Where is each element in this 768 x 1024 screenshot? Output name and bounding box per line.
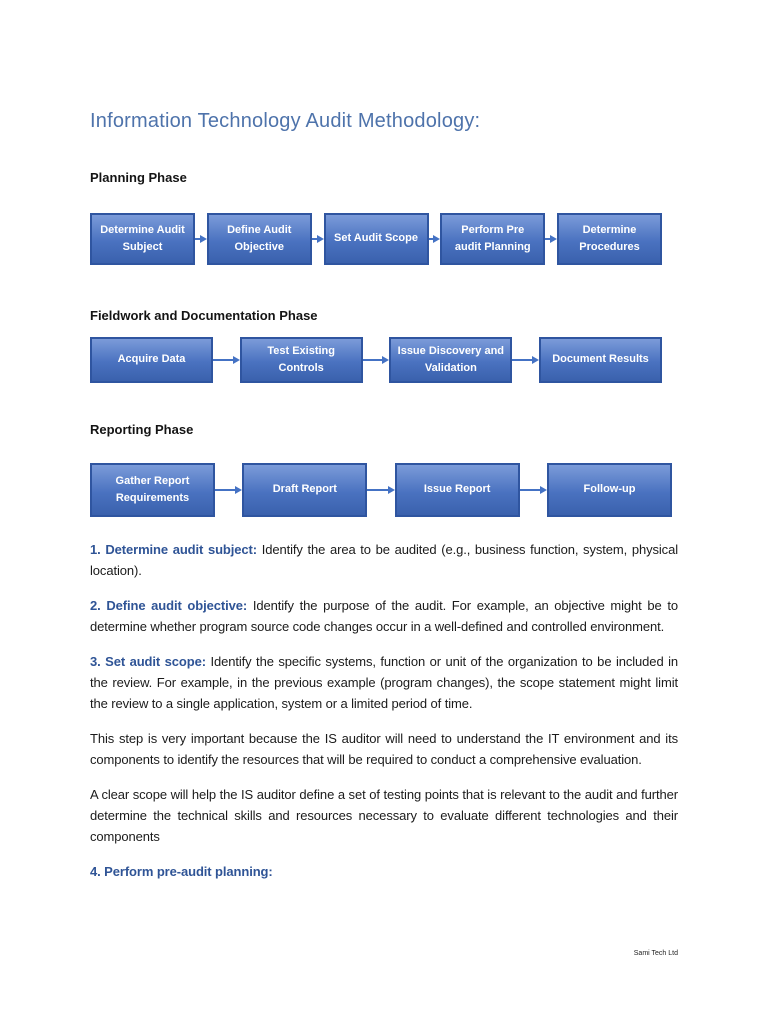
paragraph-set-scope: 3. Set audit scope: Identify the specifi… xyxy=(90,651,678,714)
paragraph-determine-subject: 1. Determine audit subject: Identify the… xyxy=(90,539,678,581)
arrow-right-icon xyxy=(367,486,394,494)
arrow-right-icon xyxy=(520,486,547,494)
flow-step-box: Determine Audit Subject xyxy=(90,213,195,265)
arrow-right-icon xyxy=(312,235,324,243)
flow-step-box: Gather Report Requirements xyxy=(90,463,215,517)
paragraph-text: Identify the specific systems, function … xyxy=(90,654,678,711)
body-text-section: 1. Determine audit subject: Identify the… xyxy=(90,539,678,882)
phase-section-planning: Planning Phase Determine Audit Subject D… xyxy=(90,170,678,265)
arrow-right-icon xyxy=(429,235,441,243)
flow-step-box: Define Audit Objective xyxy=(206,213,312,265)
flow-step-box: Issue Report xyxy=(394,463,520,517)
page-content: Information Technology Audit Methodology… xyxy=(0,0,768,882)
paragraph-define-objective: 2. Define audit objective: Identify the … xyxy=(90,595,678,637)
paragraph-lead: 4. Perform pre-audit planning: xyxy=(90,864,273,879)
flow-step-box: Perform Pre audit Planning xyxy=(440,213,546,265)
paragraph-scope-importance: This step is very important because the … xyxy=(90,728,678,770)
arrow-right-icon xyxy=(545,235,557,243)
arrow-right-icon xyxy=(512,356,539,364)
arrow-right-icon xyxy=(215,486,242,494)
phase-section-fieldwork: Fieldwork and Documentation Phase Acquir… xyxy=(90,308,678,383)
footer-company-name: Sami Tech Ltd xyxy=(633,950,678,957)
flow-step-box: Test Existing Controls xyxy=(239,337,363,383)
paragraph-text: Identify the purpose of the audit. For e… xyxy=(90,598,678,634)
paragraph-text: This step is very important because the … xyxy=(90,731,678,767)
paragraph-lead: 3. Set audit scope: xyxy=(90,654,206,669)
flowchart-reporting: Gather Report Requirements Draft Report … xyxy=(90,463,672,517)
paragraph-text: Identify the area to be audited (e.g., b… xyxy=(90,542,679,578)
flowchart-fieldwork: Acquire Data Test Existing Controls Issu… xyxy=(90,337,663,383)
arrow-right-icon xyxy=(195,235,207,243)
flow-step-box: Issue Discovery and Validation xyxy=(389,337,513,383)
page-title: Information Technology Audit Methodology… xyxy=(90,110,481,132)
flow-step-box: Document Results xyxy=(539,337,663,383)
paragraph-text: A clear scope will help the IS auditor d… xyxy=(90,787,678,844)
arrow-right-icon xyxy=(363,356,390,364)
flow-step-box: Draft Report xyxy=(242,463,368,517)
paragraph-lead: 2. Define audit objective: xyxy=(90,598,248,613)
paragraph-clear-scope: A clear scope will help the IS auditor d… xyxy=(90,784,678,847)
paragraph-preaudit-planning-heading: 4. Perform pre-audit planning: xyxy=(90,861,678,882)
arrow-right-icon xyxy=(213,356,240,364)
phase-heading-fieldwork: Fieldwork and Documentation Phase xyxy=(90,308,318,323)
flow-step-box: Acquire Data xyxy=(90,337,213,383)
phase-heading-planning: Planning Phase xyxy=(90,170,187,185)
flow-step-box: Set Audit Scope xyxy=(323,213,429,265)
flow-step-box: Follow-up xyxy=(546,463,672,517)
paragraph-lead: 1. Determine audit subject: xyxy=(90,542,257,557)
flow-step-box: Determine Procedures xyxy=(557,213,662,265)
phase-section-reporting: Reporting Phase Gather Report Requiremen… xyxy=(90,422,678,517)
phase-heading-reporting: Reporting Phase xyxy=(90,422,194,437)
flowchart-planning: Determine Audit Subject Define Audit Obj… xyxy=(90,213,662,265)
